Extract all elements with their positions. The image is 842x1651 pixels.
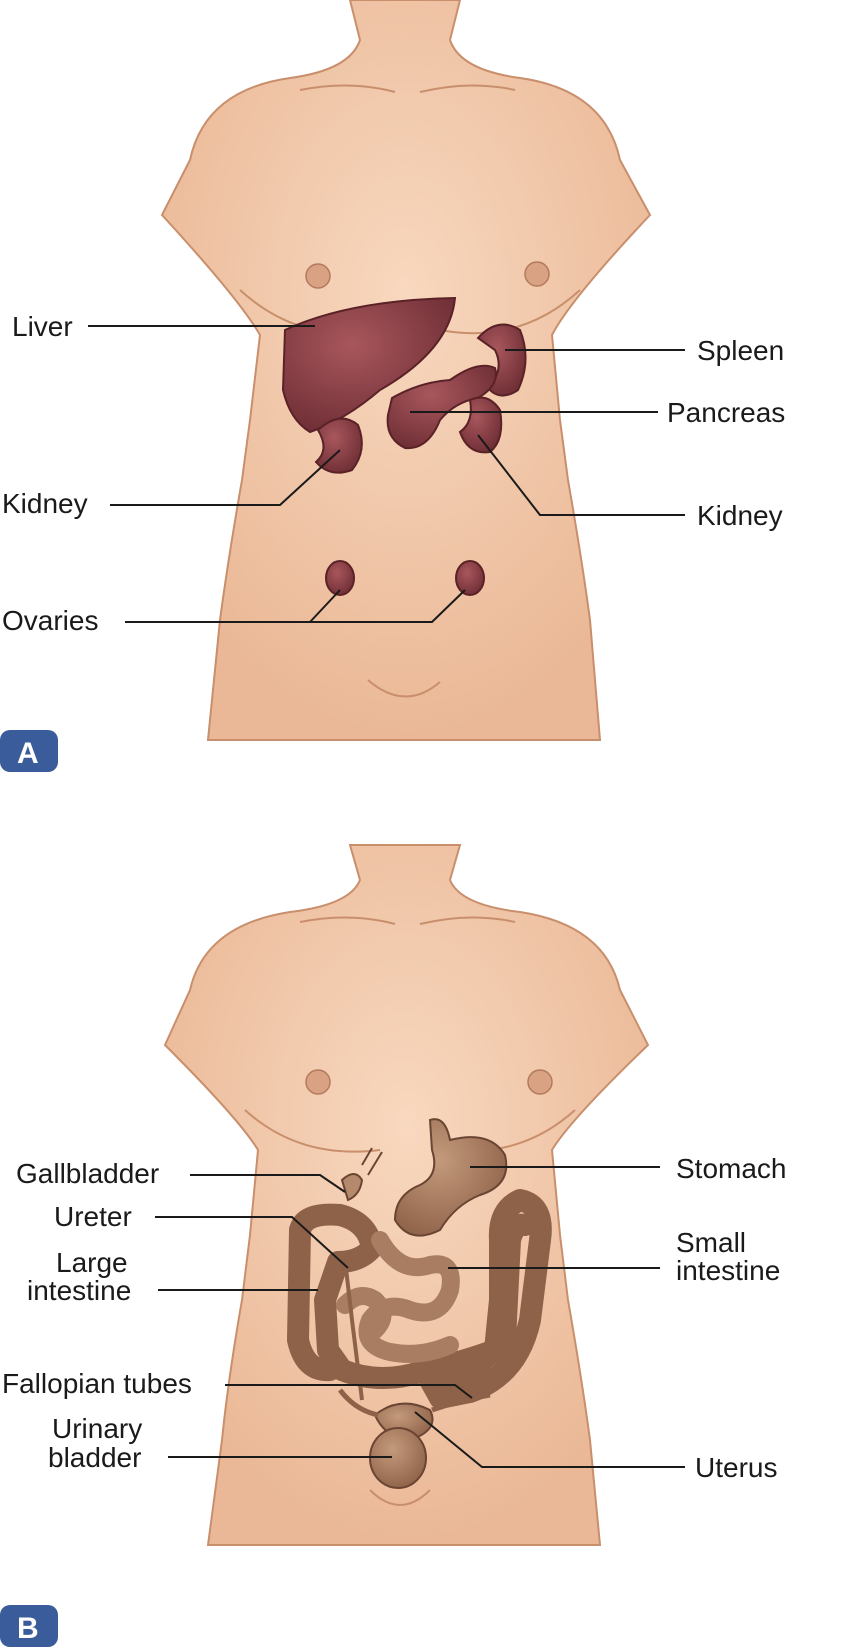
badge-b-text: B [17, 1612, 39, 1645]
spleen [476, 323, 527, 397]
panel-a: Liver Spleen Pancreas Kidney Kidney Ovar… [0, 0, 785, 772]
badge-a-text: A [17, 737, 39, 770]
label-kidney-right: Kidney [697, 500, 783, 531]
label-kidney-left: Kidney [2, 488, 88, 519]
label-fallopian-tubes: Fallopian tubes [2, 1368, 192, 1399]
stomach [393, 1118, 508, 1237]
gallbladder [340, 1147, 383, 1202]
label-pancreas: Pancreas [667, 397, 785, 428]
label-spleen: Spleen [697, 335, 784, 366]
label-uterus: Uterus [695, 1452, 777, 1483]
label-large-intestine-2: intestine [27, 1275, 131, 1306]
label-ovaries: Ovaries [2, 605, 98, 636]
label-urinary-bladder-1: Urinary [52, 1413, 142, 1444]
liver [281, 296, 457, 434]
small-intestine [336, 1231, 460, 1363]
label-small-intestine-2: intestine [676, 1255, 780, 1286]
kidney-left [314, 417, 363, 474]
large-intestine [287, 1189, 552, 1409]
ovary-right [455, 560, 485, 596]
label-gallbladder: Gallbladder [16, 1158, 159, 1189]
label-urinary-bladder-2: bladder [48, 1442, 141, 1473]
fallopian-tubes [338, 1388, 491, 1418]
panel-b: Gallbladder Stomach Ureter Small intesti… [0, 844, 787, 1647]
label-ureter: Ureter [54, 1201, 132, 1232]
label-large-intestine-1: Large [56, 1247, 128, 1278]
label-liver: Liver [12, 311, 73, 342]
ovary-left [325, 560, 355, 596]
label-stomach: Stomach [676, 1153, 787, 1184]
badge-a [0, 730, 58, 772]
ureter [343, 1259, 364, 1401]
badge-b [0, 1605, 58, 1647]
label-small-intestine-1: Small [676, 1227, 746, 1258]
